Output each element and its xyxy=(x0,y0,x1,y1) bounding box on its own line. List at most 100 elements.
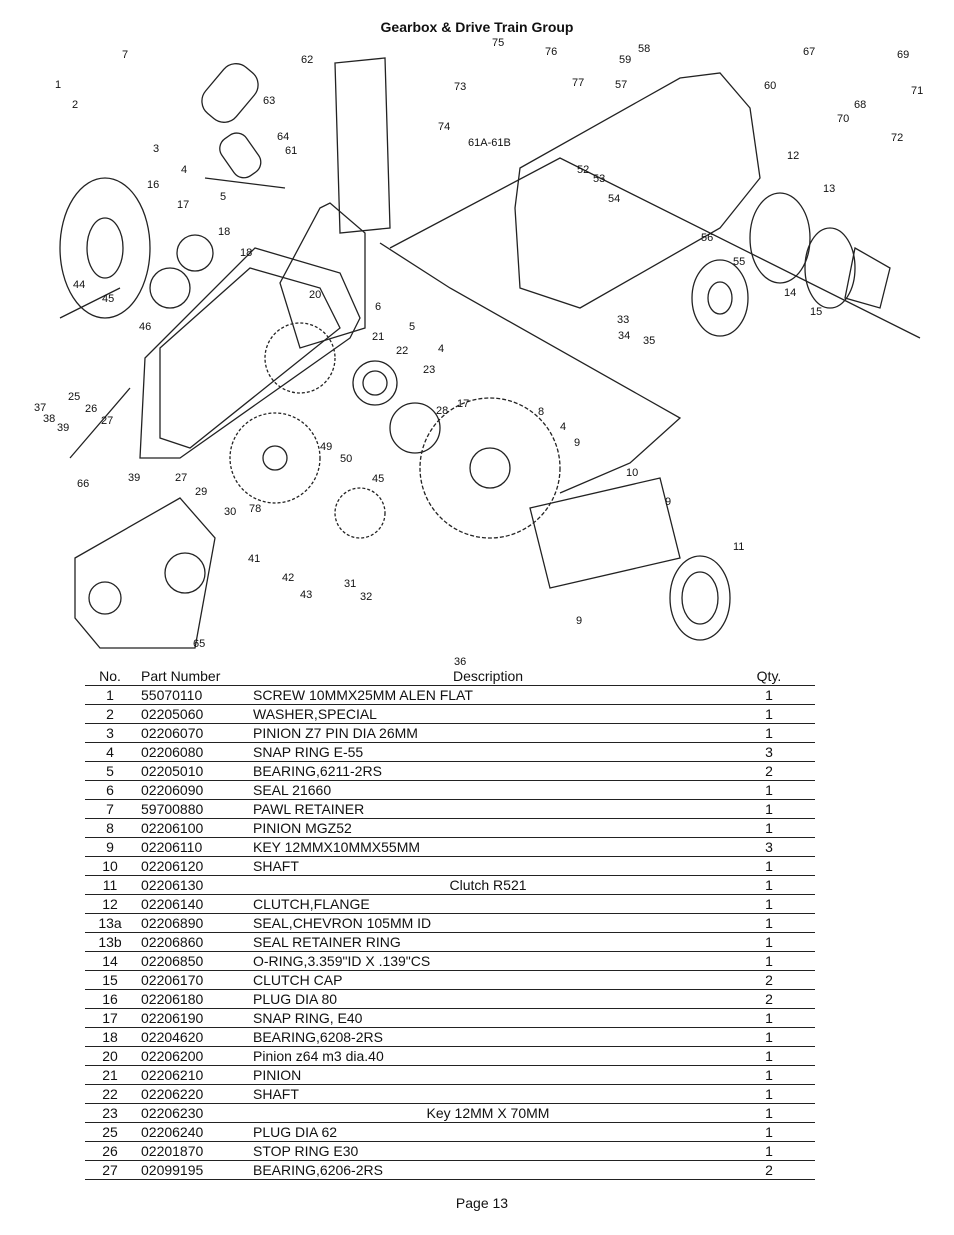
callout-label: 36 xyxy=(454,656,466,668)
cell-part-number: 02099195 xyxy=(135,1160,253,1180)
callout-label: 30 xyxy=(224,506,236,518)
callout-label: 45 xyxy=(372,473,384,485)
callout-label: 9 xyxy=(576,615,582,627)
callout-label: 5 xyxy=(409,321,415,333)
exploded-parts-diagram: 1 2 7 63 62 75 76 73 77 74 58 59 57 67 6… xyxy=(34,38,923,668)
cell-qty: 2 xyxy=(723,989,815,1009)
callout-label: 71 xyxy=(911,85,923,97)
cell-qty: 1 xyxy=(723,1046,815,1066)
callout-label: 27 xyxy=(101,415,113,427)
callout-label: 11 xyxy=(733,541,744,553)
cell-no: 9 xyxy=(85,837,135,857)
callout-label: 52 xyxy=(577,164,589,176)
cell-no: 20 xyxy=(85,1046,135,1066)
callout-label: 4 xyxy=(438,343,444,355)
cell-description: PINION Z7 PIN DIA 26MM xyxy=(253,723,723,743)
cell-description: PAWL RETAINER xyxy=(253,799,723,819)
cell-description: PLUG DIA 80 xyxy=(253,989,723,1009)
page-title: Gearbox & Drive Train Group xyxy=(380,19,574,35)
cell-qty: 1 xyxy=(723,951,815,971)
callout-label: 17 xyxy=(457,398,469,410)
callout-label: 66 xyxy=(77,478,89,490)
cell-no: 23 xyxy=(85,1103,135,1123)
cell-no: 1 xyxy=(85,685,135,705)
cell-part-number: 55070110 xyxy=(135,685,253,705)
col-header-part-number: Part Number xyxy=(135,666,253,686)
cell-part-number: 02206220 xyxy=(135,1084,253,1104)
cell-qty: 1 xyxy=(723,1065,815,1085)
callout-label: 63 xyxy=(263,95,275,107)
callout-label: 13 xyxy=(823,183,835,195)
cell-no: 10 xyxy=(85,856,135,876)
cell-description: SHAFT xyxy=(253,1084,723,1104)
callout-label: 59 xyxy=(619,54,631,66)
callout-label: 38 xyxy=(43,413,55,425)
cell-no: 17 xyxy=(85,1008,135,1028)
callout-label: 56 xyxy=(701,232,713,244)
callout-label: 20 xyxy=(309,289,321,301)
cell-part-number: 02206180 xyxy=(135,989,253,1009)
cell-qty: 1 xyxy=(723,1084,815,1104)
cell-qty: 1 xyxy=(723,723,815,743)
cell-description: SCREW 10MMX25MM ALEN FLAT xyxy=(253,685,723,705)
callout-label: 17 xyxy=(177,199,189,211)
callout-label: 21 xyxy=(372,331,384,343)
col-header-qty: Qty. xyxy=(723,666,815,686)
cell-qty: 1 xyxy=(723,704,815,724)
cell-description: STOP RING E30 xyxy=(253,1141,723,1161)
cell-no: 5 xyxy=(85,761,135,781)
cell-qty: 1 xyxy=(723,1103,815,1123)
callout-label: 73 xyxy=(454,81,466,93)
cell-description: WASHER,SPECIAL xyxy=(253,704,723,724)
cell-part-number: 02206100 xyxy=(135,818,253,838)
callout-label: 4 xyxy=(560,421,566,433)
callout-label: 61A-61B xyxy=(468,137,511,149)
callout-label: 75 xyxy=(492,38,504,49)
callout-label: 46 xyxy=(139,321,151,333)
callout-label: 50 xyxy=(340,453,352,465)
cell-no: 21 xyxy=(85,1065,135,1085)
callout-label: 1 xyxy=(55,79,61,91)
callout-label: 8 xyxy=(538,406,544,418)
cell-description: BEARING,6211-2RS xyxy=(253,761,723,781)
callout-label: 16 xyxy=(147,179,159,191)
cell-qty: 1 xyxy=(723,875,815,895)
callout-label: 31 xyxy=(344,578,356,590)
callout-label: 53 xyxy=(593,173,605,185)
callout-label: 39 xyxy=(128,472,140,484)
cell-description: SHAFT xyxy=(253,856,723,876)
cell-part-number: 02206240 xyxy=(135,1122,253,1142)
cell-qty: 1 xyxy=(723,913,815,933)
cell-description: Key 12MM X 70MM xyxy=(253,1103,723,1123)
callout-label: 29 xyxy=(195,486,207,498)
cell-part-number: 02206110 xyxy=(135,837,253,857)
callout-label: 14 xyxy=(784,287,796,299)
cell-part-number: 02206230 xyxy=(135,1103,253,1123)
callout-label: 67 xyxy=(803,46,815,58)
cell-no: 15 xyxy=(85,970,135,990)
cell-description: O-RING,3.359"ID X .139"CS xyxy=(253,951,723,971)
cell-qty: 3 xyxy=(723,837,815,857)
cell-qty: 3 xyxy=(723,742,815,762)
callout-label: 70 xyxy=(837,113,849,125)
cell-description: CLUTCH,FLANGE xyxy=(253,894,723,914)
cell-part-number: 02206090 xyxy=(135,780,253,800)
cell-description: SEAL,CHEVRON 105MM ID xyxy=(253,913,723,933)
callout-label: 57 xyxy=(615,79,627,91)
cell-part-number: 02206130 xyxy=(135,875,253,895)
cell-description: CLUTCH CAP xyxy=(253,970,723,990)
cell-description: Pinion z64 m3 dia.40 xyxy=(253,1046,723,1066)
